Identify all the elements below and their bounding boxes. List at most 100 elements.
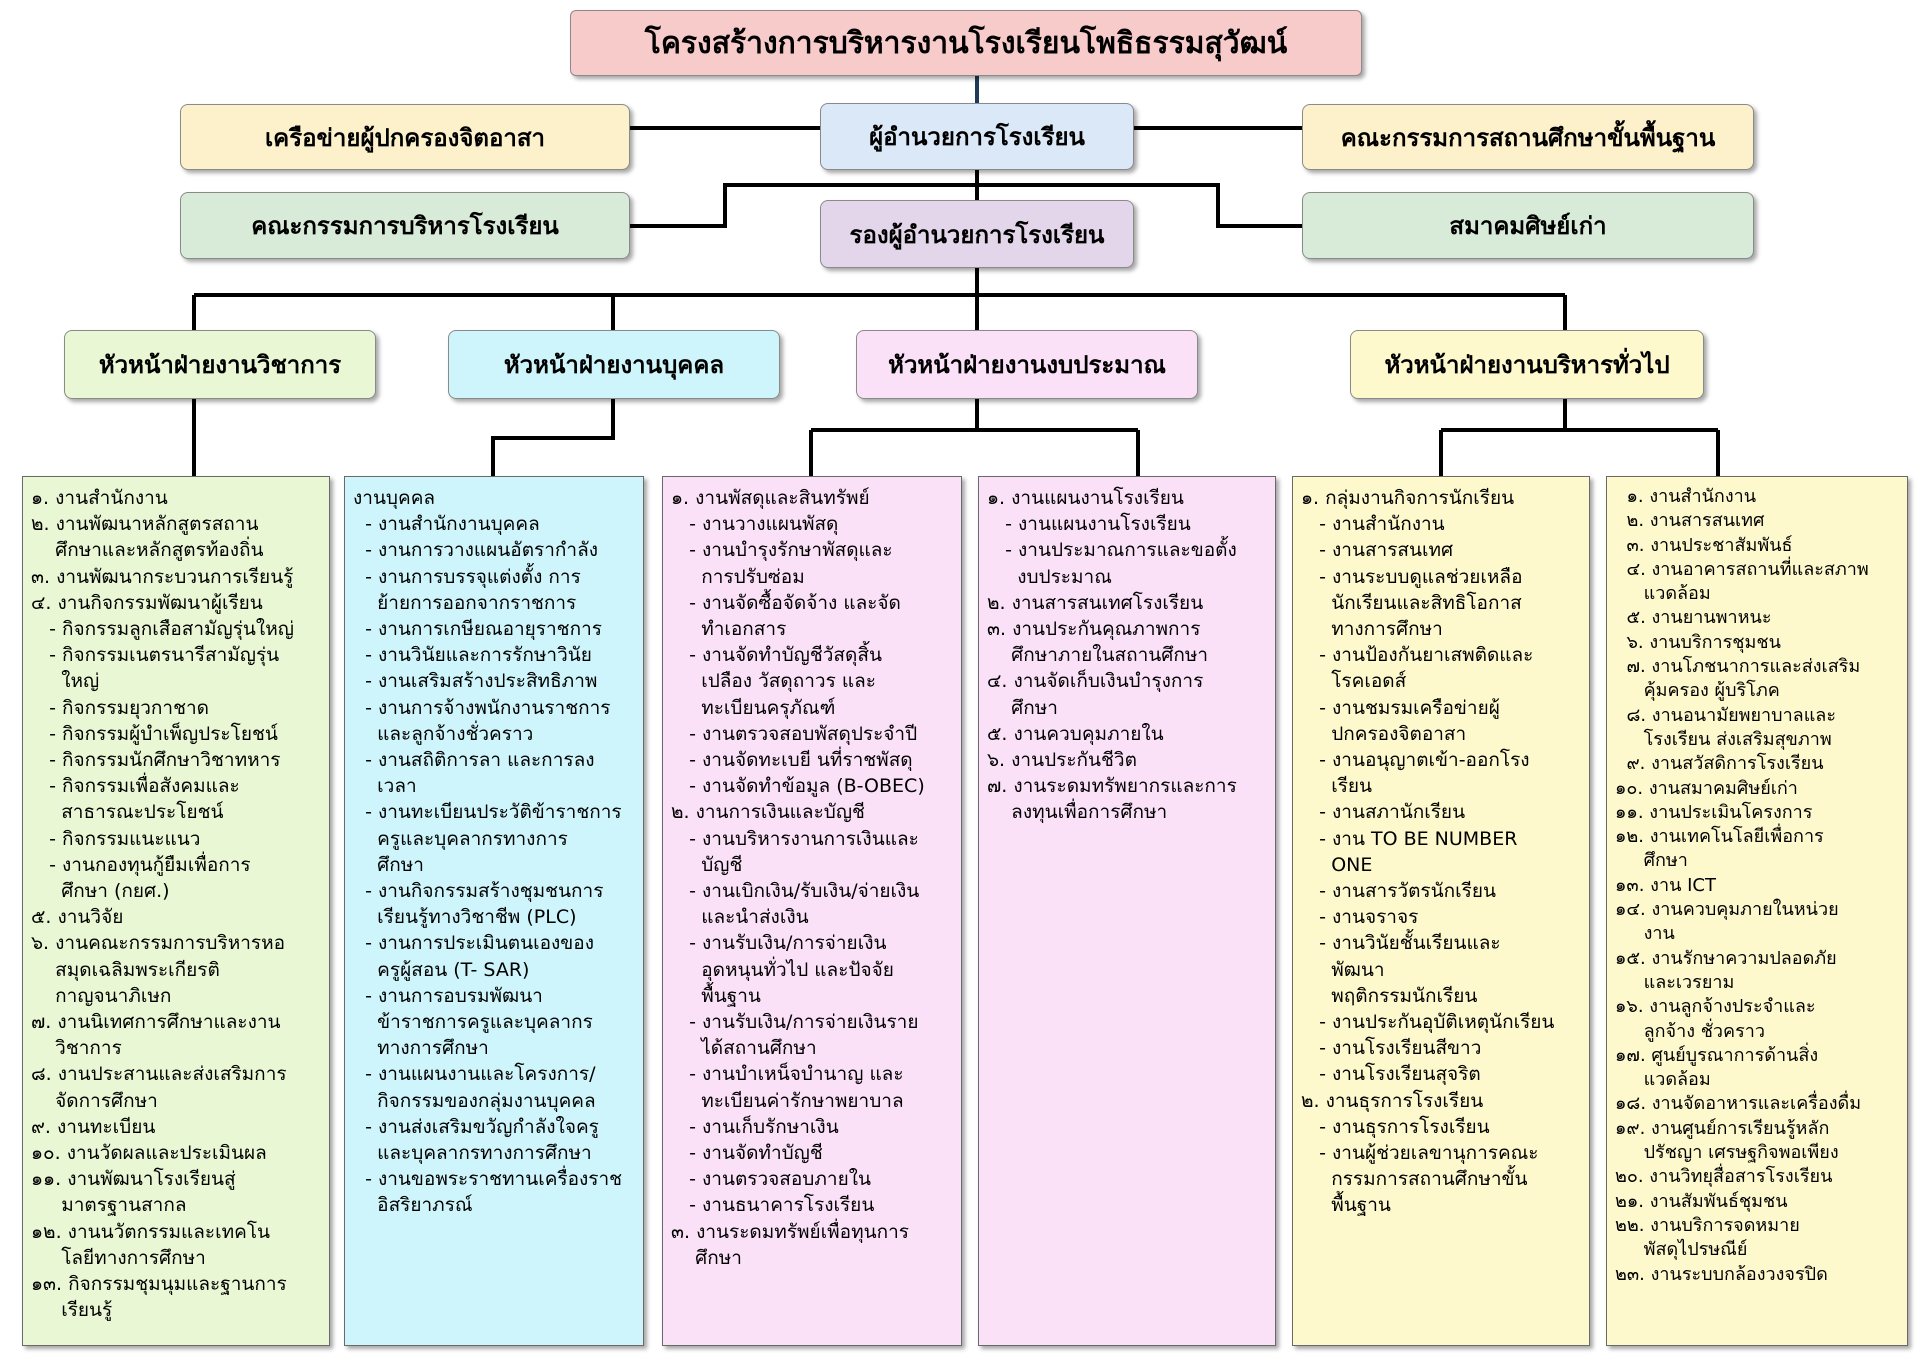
task-item: ๒๑. งานสัมพันธ์ชุมชน (1615, 1190, 1788, 1212)
task-item: - งานประมาณการและขอตั้ง งบประมาณ (1005, 539, 1237, 588)
task-item: - งานกองทุนกู้ยืมเพื่อการ ศึกษา (กยศ.) (49, 853, 251, 903)
task-item: - งานประกันอุบัติเหตุนักเรียน (1301, 1011, 1555, 1034)
head-budget-box: หัวหน้าฝ่ายงานงบประมาณ (856, 330, 1198, 399)
task-item: - งานสารวัตรนักเรียน (1301, 880, 1496, 903)
task-item: ๕. งานยานพาหนะ (1615, 607, 1772, 629)
task-item: ๓. งานระดมทรัพย์เพื่อทุนการ ศึกษา (671, 1220, 909, 1269)
task-item: - งานธนาคารโรงเรียน (671, 1194, 875, 1217)
task-item: - งานการจ้างพนักงานราชการ และลูกจ้างชั่ว… (365, 696, 611, 745)
task-item: ๑. งานสำนักงาน (31, 487, 168, 509)
task-item: - งานจัดทำข้อมูล (B-OBEC) (671, 775, 925, 798)
task-item: ๔. งานกิจกรรมพัฒนาผู้เรียน (31, 591, 263, 614)
task-item: - งานการบรรจุแต่งตั้ง การ ย้ายการออกจากร… (365, 565, 581, 614)
task-item: ๗. งานระดมทรัพยากรและการ ลงทุนเพื่อการศึ… (987, 775, 1237, 824)
deputy-director-box: รองผู้อำนวยการโรงเรียน (820, 200, 1134, 268)
task-item: - งานเสริมสร้างประสิทธิภาพ (353, 670, 598, 693)
task-item: ๙. งานทะเบียน (31, 1115, 156, 1138)
task-item: ๗. งานโภชนาการและส่งเสริม คุ้มครอง ผู้บร… (1626, 656, 1861, 702)
task-item: ๓. งานประชาสัมพันธ์ (1615, 534, 1793, 556)
task-item: - งานชมรมเครือข่ายผู้ ปกครองจิตอาสา (1319, 696, 1500, 745)
task-item: - งานเก็บรักษาเงิน (671, 1115, 839, 1138)
task-item: - งานระบบดูแลช่วยเหลือ นักเรียนและสิทธิโ… (1319, 565, 1523, 641)
task-item: ๑๐. งานสมาคมศิษย์เก่า (1615, 777, 1798, 799)
head-general-admin-box: หัวหน้าฝ่ายงานบริหารทั่วไป (1350, 330, 1704, 399)
task-item: ๑๐. งานวัดผลและประเมินผล (31, 1142, 267, 1165)
task-item: - งานรับเงิน/การจ่ายเงินราย ได้สถานศึกษา (689, 1011, 919, 1060)
task-item: - งานสำนักงาน (1301, 513, 1445, 536)
task-item: - งานการประเมินตนเองของ ครูผู้สอน (T- SA… (365, 932, 594, 981)
task-item: ๙. งานสวัสดิการโรงเรียน (1615, 753, 1824, 775)
task-item: ๓. งานพัฒนากระบวนการเรียนรู้ (31, 565, 294, 588)
task-item: ๑๒. งานนวัตกรรมและเทคโน โลยีทางการศึกษา (31, 1220, 271, 1269)
task-item: - งานสภานักเรียน (1301, 801, 1466, 824)
task-item: - งานธุรการโรงเรียน (1301, 1115, 1490, 1138)
task-item: ๘. งานประสานและส่งเสริมการ จัดการศึกษา (31, 1063, 287, 1112)
task-item: - งานแผนงานและโครงการ/ กิจกรรมของกลุ่มงา… (365, 1063, 596, 1112)
task-item: ๑๙. งานศูนย์การเรียนรู้หลัก ปรัชญา เศรษฐ… (1615, 1117, 1839, 1164)
director-box: ผู้อำนวยการโรงเรียน (820, 103, 1134, 170)
task-item: - งานบำเหน็จบำนาญ และ ทะเบียนค่ารักษาพยา… (689, 1063, 904, 1112)
page-title: โครงสร้างการบริหารงานโรงเรียนโพธิธรรมสุว… (570, 10, 1362, 76)
task-item: ๒. งานการเงินและบัญชี (671, 801, 865, 824)
task-item: ๑. งานแผนงานโรงเรียน (987, 487, 1184, 509)
head-personnel-box: หัวหน้าฝ่ายงานบุคคล (448, 330, 780, 399)
task-item: - งานรับเงิน/การจ่ายเงิน อุดหนุนทั่วไป แ… (689, 932, 894, 1007)
basic-education-committee-box: คณะกรรมการสถานศึกษาขั้นพื้นฐาน (1302, 104, 1754, 170)
task-item: - งานวางแผนพัสดุ (671, 513, 839, 536)
task-item: - งานโรงเรียนสุจริต (1301, 1063, 1481, 1086)
task-item: - งานผู้ช่วยเลขานุการคณะ กรรมการสถานศึกษ… (1319, 1142, 1539, 1217)
task-item: - งานการอบรมพัฒนา ข้าราชการครูและบุคลากร… (365, 984, 593, 1060)
task-item: - กิจกรรมยุวกาชาด (31, 696, 209, 719)
personnel-task-list: งานบุคคล - งานสำนักงานบุคคล - งานการวางแ… (344, 476, 644, 1346)
academic-task-list: ๑. งานสำนักงาน๒. งานพัฒนาหลักสูตรสถาน ศึ… (22, 476, 330, 1346)
task-item: ๒. งานสารสนเทศโรงเรียน (987, 591, 1204, 614)
task-item: ๑. งานพัสดุและสินทรัพย์ (671, 487, 870, 509)
task-item: - งานส่งเสริมขวัญกำลังใจครู และบุคลากรทา… (365, 1115, 599, 1165)
task-item: ๘. งานอนามัยพยาบาลและ โรงเรียน ส่งเสริมส… (1626, 704, 1837, 750)
task-item: ๒๒. งานบริการจดหมาย พัสดุไปรษณีย์ (1615, 1214, 1800, 1261)
task-item: ๑. กลุ่มงานกิจการนักเรียน (1301, 487, 1515, 509)
task-item: ๑๕. งานรักษาความปลอดภัย และเวรยาม (1615, 947, 1837, 993)
task-item: - งานแผนงานโรงเรียน (987, 513, 1191, 536)
task-item: - งานป้องกันยาเสพติดและ โรคเอดส์ (1319, 644, 1534, 693)
task-item: ๖. งานบริการชุมชน (1615, 631, 1781, 653)
task-item: - งานขอพระราชทานเครื่องราช อิสริยาภรณ์ (365, 1168, 623, 1217)
task-item: - งาน TO BE NUMBER ONE (1319, 827, 1518, 876)
task-item: ๑๗. ศูนย์บูรณาการด้านสิ่ง แวดล้อม (1615, 1044, 1819, 1091)
task-item: งานบุคคล (353, 487, 436, 509)
head-academic-box: หัวหน้าฝ่ายงานวิชาการ (64, 330, 376, 399)
task-item: - งานจัดซื้อจัดจ้าง และจัด ทำเอกสาร (689, 591, 901, 641)
task-item: ๑. งานสำนักงาน (1615, 486, 1757, 507)
task-item: - กิจกรรมลูกเสือสามัญรุ่นใหญ่ (31, 618, 294, 641)
task-item: ๖. งานประกันชีวิต (987, 749, 1137, 772)
task-item: - งานจัดทำบัญชีวัสดุสิ้น เปลือง วัสดุถาว… (689, 644, 882, 719)
task-item: ๒๓. งานระบบกล้องวงจรปิด (1615, 1263, 1828, 1285)
task-item: - กิจกรรมเนตรนารีสามัญรุ่น ใหญ่ (49, 644, 280, 693)
task-item: - งานบริหารงานการเงินและ บัญชี (689, 827, 919, 876)
task-item: ๔. งานจัดเก็บเงินบำรุงการ ศึกษา (987, 670, 1204, 719)
task-item: - งานเบิกเงิน/รับเงิน/จ่ายเงิน และนำส่งเ… (689, 880, 920, 929)
task-item: ๑๑. งานประเมินโครงการ (1615, 801, 1813, 823)
task-item: - งานบำรุงรักษาพัสดุและ การปรับซ่อม (689, 539, 893, 588)
task-item: - งานวินัยและการรักษาวินัย (353, 644, 592, 667)
task-item: ๒. งานสารสนเทศ (1615, 510, 1765, 532)
task-item: ๕. งานควบคุมภายใน (987, 722, 1164, 745)
task-item: ๒. งานธุรการโรงเรียน (1301, 1089, 1484, 1112)
task-item: ๕. งานวิจัย (31, 906, 124, 929)
task-item: - งานวินัยชั้นเรียนและ พัฒนา พฤติกรรมนัก… (1319, 932, 1501, 1007)
task-item: ๔. งานอาคารสถานที่และสภาพ แวดล้อม (1626, 558, 1869, 605)
alumni-association-box: สมาคมศิษย์เก่า (1302, 192, 1754, 259)
task-item: - งานการวางแผนอัตรากำลัง (353, 539, 599, 562)
task-item: - งานการเกษียณอายุราชการ (353, 618, 602, 641)
budget-task-list-2: ๑. งานแผนงานโรงเรียน - งานแผนงานโรงเรียน… (978, 476, 1276, 1346)
task-item: - งานสารสนเทศ (1301, 539, 1454, 562)
task-item: - งานทะเบียนประวัติข้าราชการ ครูและบุคลา… (365, 801, 622, 876)
task-item: - กิจกรรมแนะแนว (31, 827, 201, 850)
task-item: ๓. งานประกันคุณภาพการ ศึกษาภายในสถานศึกษ… (987, 618, 1209, 667)
task-item: - งานโรงเรียนสีขาว (1301, 1037, 1482, 1060)
school-board-box: คณะกรรมการบริหารโรงเรียน (180, 192, 630, 259)
task-item: - กิจกรรมเพื่อสังคมและ สาธารณะประโยชน์ (49, 775, 240, 824)
task-item: ๑๔. งานควบคุมภายในหน่วย งาน (1615, 899, 1839, 945)
task-item: ๑๑. งานพัฒนาโรงเรียนสู่ มาตรฐานสากล (31, 1168, 236, 1217)
task-item: - งานสำนักงานบุคคล (353, 513, 540, 536)
